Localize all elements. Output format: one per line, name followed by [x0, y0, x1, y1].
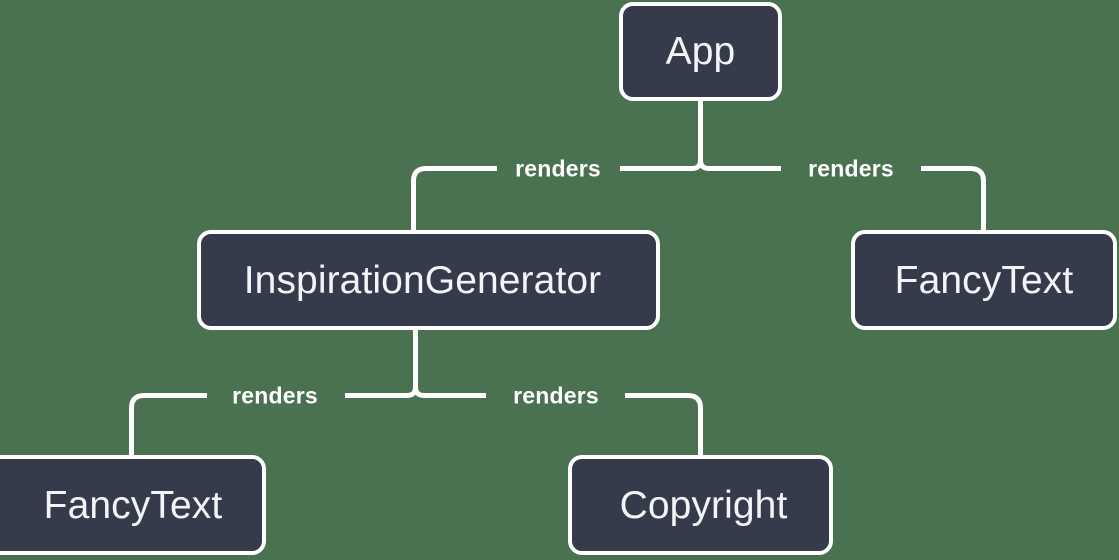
node-app[interactable]: App	[619, 2, 782, 101]
edge-label-inspirationgenerator-to-fancytext: renders	[232, 382, 318, 409]
edge-inspirationgenerator-to-fancytext	[345, 386, 418, 398]
node-copyright-label: Copyright	[619, 483, 788, 527]
node-copyright[interactable]: Copyright	[568, 455, 833, 555]
node-app-label: App	[665, 30, 736, 73]
edge-inspirationgenerator-to-copyright	[413, 386, 486, 398]
node-fancytext-bottom-left[interactable]: FancyText	[0, 455, 266, 555]
edge-app-to-fancytext-right	[698, 159, 781, 171]
node-fancytext-bottom-left-label: FancyText	[43, 483, 223, 527]
edge-app-to-inspirationgenerator	[620, 159, 703, 171]
node-fancytext-right[interactable]: FancyText	[851, 230, 1117, 330]
node-fancytext-right-label: FancyText	[894, 258, 1074, 302]
edge-label-app-to-inspirationgenerator: renders	[515, 155, 601, 182]
edge-inspirationgenerator-to-fancytext-tail	[129, 393, 207, 455]
edge-label-app-to-fancytext-right: renders	[808, 155, 894, 182]
edge-app-to-fancytext-right-tail	[921, 166, 986, 230]
node-inspirationgenerator-label: InspirationGenerator	[243, 258, 602, 302]
edge-inspirationgenerator-to-copyright-tail	[625, 393, 703, 455]
node-inspirationgenerator[interactable]: InspirationGenerator	[197, 230, 660, 330]
edge-label-inspirationgenerator-to-copyright: renders	[513, 382, 599, 409]
edge-app-to-inspirationgenerator-tail	[411, 166, 497, 230]
